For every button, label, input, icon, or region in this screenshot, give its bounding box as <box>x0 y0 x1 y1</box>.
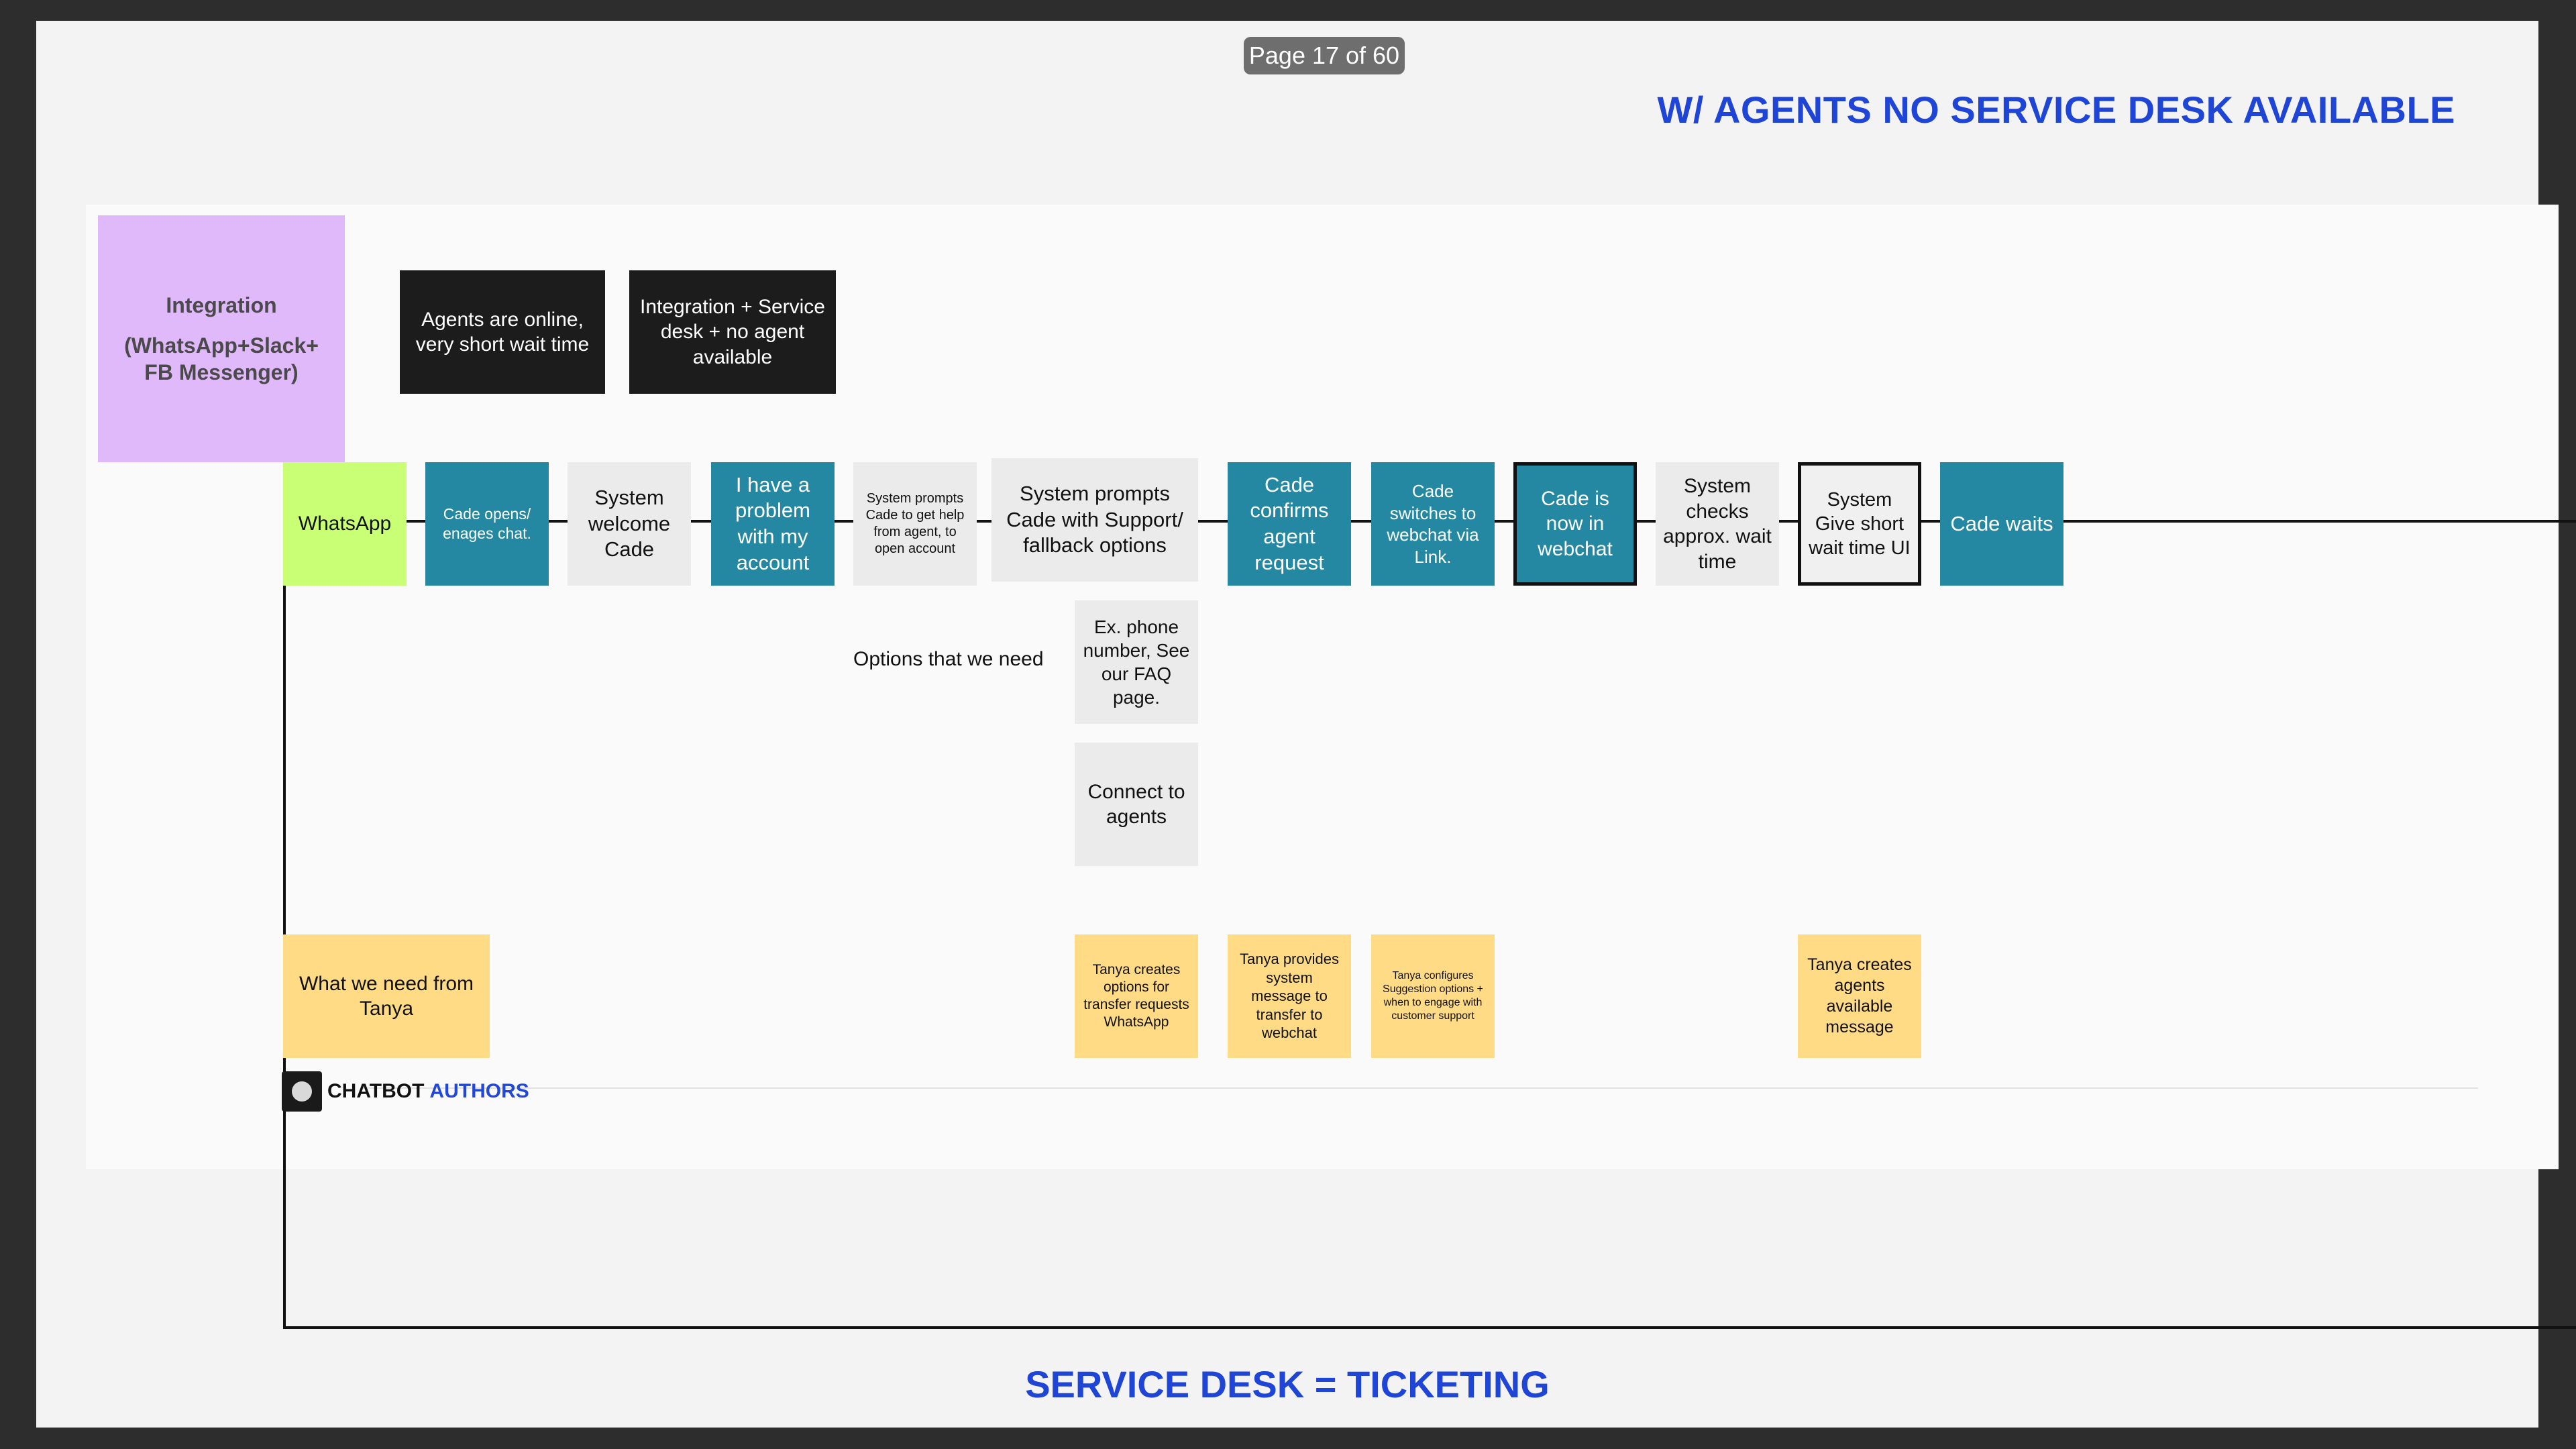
flow-frame <box>283 520 2576 1329</box>
step-cade-in-webchat[interactable]: Cade is now in webchat <box>1513 462 1637 586</box>
slide-title: W/ AGENTS NO SERVICE DESK AVAILABLE <box>1657 89 2455 131</box>
option-phone-faq[interactable]: Ex. phone number, See our FAQ page. <box>1075 600 1198 724</box>
step-cade-switches-webchat[interactable]: Cade switches to webchat via Link. <box>1371 462 1495 586</box>
option-connect-agents[interactable]: Connect to agents <box>1075 743 1198 866</box>
step-support-fallback-options[interactable]: System prompts Cade with Support/ fallba… <box>991 458 1198 582</box>
integration-subtitle: (WhatsApp+Slack+ FB Messenger) <box>124 333 319 384</box>
brand-name-part1: CHATBOT <box>327 1080 425 1102</box>
robot-icon <box>282 1071 322 1112</box>
integration-note[interactable]: Integration (WhatsApp+Slack+ FB Messenge… <box>98 215 345 462</box>
step-whatsapp[interactable]: WhatsApp <box>283 462 407 586</box>
need-transfer-options[interactable]: Tanya creates options for transfer reque… <box>1075 934 1198 1058</box>
brand-logo: CHATBOT AUTHORS <box>282 1071 529 1112</box>
step-cade-opens-chat[interactable]: Cade opens/ enages chat. <box>425 462 549 586</box>
step-problem-account[interactable]: I have a problem with my account <box>711 462 835 586</box>
need-agents-available-message[interactable]: Tanya creates agents available message <box>1798 934 1921 1058</box>
step-cade-confirms-agent[interactable]: Cade confirms agent request <box>1228 462 1351 586</box>
condition-service-desk-no-agent[interactable]: Integration + Service desk + no agent av… <box>629 270 836 394</box>
integration-title: Integration <box>166 293 277 317</box>
needs-from-tanya[interactable]: What we need from Tanya <box>283 934 490 1058</box>
need-suggestion-options[interactable]: Tanya configures Suggestion options + wh… <box>1371 934 1495 1058</box>
page-indicator: Page 17 of 60 <box>1244 37 1405 74</box>
section-divider <box>361 1087 2478 1089</box>
step-system-prompts-agent[interactable]: System prompts Cade to get help from age… <box>853 462 977 586</box>
whiteboard-canvas: Integration (WhatsApp+Slack+ FB Messenge… <box>86 205 2576 1329</box>
slide-page: Page 17 of 60 W/ AGENTS NO SERVICE DESK … <box>36 21 2576 1428</box>
step-system-welcome[interactable]: System welcome Cade <box>568 462 691 586</box>
need-system-message[interactable]: Tanya provides system message to transfe… <box>1228 934 1351 1058</box>
condition-agents-online[interactable]: Agents are online, very short wait time <box>400 270 605 394</box>
step-cade-waits[interactable]: Cade waits <box>1940 462 2063 586</box>
footer-title: SERVICE DESK = TICKETING <box>1025 1363 1550 1405</box>
step-system-checks-wait[interactable]: System checks approx. wait time <box>1656 462 1779 586</box>
options-label: Options that we need <box>853 648 1044 670</box>
brand-name-part2: AUTHORS <box>429 1080 529 1102</box>
step-short-wait-ui[interactable]: System Give short wait time UI <box>1798 462 1921 586</box>
